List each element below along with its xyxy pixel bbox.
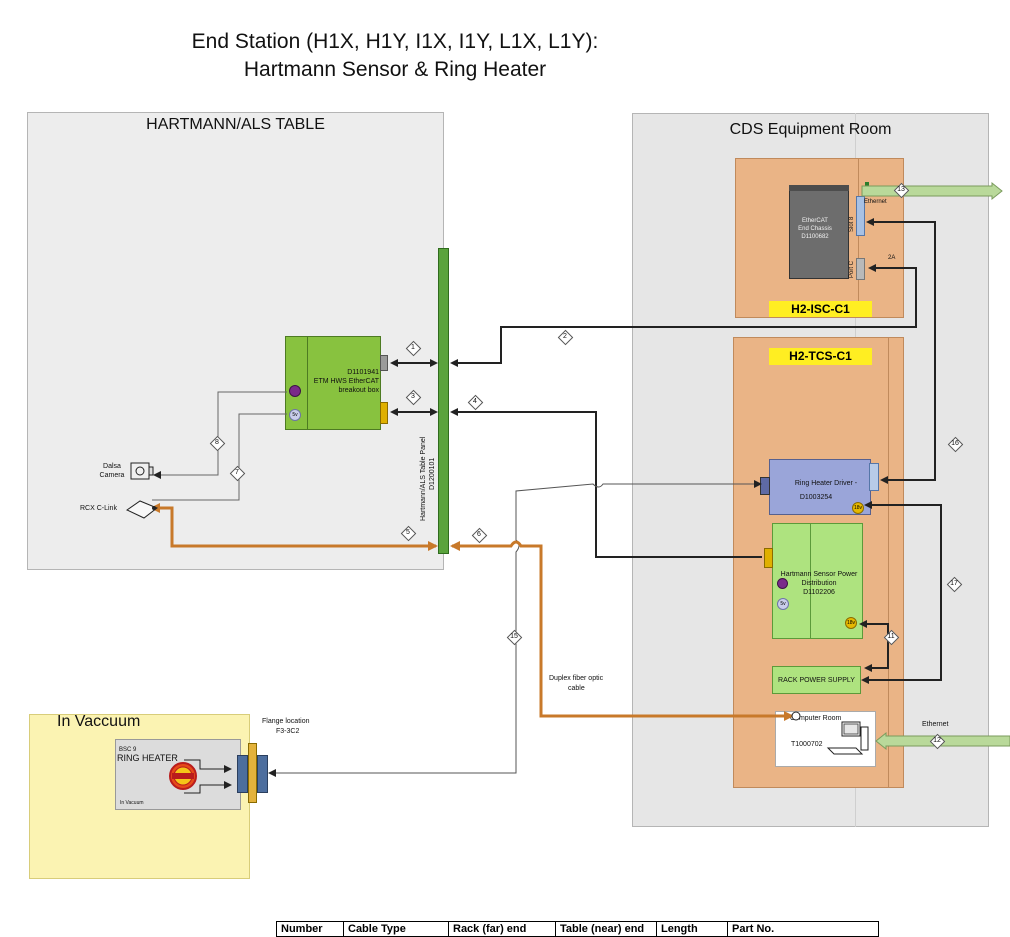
hs-power-label-3: D1102206 — [803, 589, 835, 596]
computer-icon — [826, 721, 869, 755]
header-rack-end: Rack (far) end — [448, 921, 556, 937]
hs-power-divider — [810, 523, 811, 639]
computer-label-1: Computer Room — [790, 715, 842, 722]
header-length: Length — [656, 921, 728, 937]
cable-table: Number Cable Type Rack (far) end Table (… — [276, 921, 879, 937]
hs-power-label-1: Hartmann Sensor Power — [780, 571, 858, 578]
cable-number-17: 17 — [946, 576, 963, 593]
cable-2 — [450, 264, 917, 367]
cable-16 — [866, 218, 936, 484]
breakout-box-right-connector-top — [380, 355, 388, 371]
cable-number-12: 12 — [929, 733, 946, 750]
cable-number-2: 2 — [557, 329, 574, 346]
portc-label: Port C — [849, 260, 855, 278]
cable-number-8: 8 — [209, 435, 226, 452]
cable-5 — [150, 503, 438, 551]
header-cable-type: Cable Type — [343, 921, 449, 937]
header-part-no: Part No. — [727, 921, 879, 937]
rack-psu-label: RACK POWER SUPPLY — [778, 677, 855, 684]
cable-8 — [153, 391, 287, 479]
breakout-label-1: D1101941 — [347, 369, 379, 376]
cable-11 — [859, 620, 889, 672]
cable-number-7: 7 — [229, 465, 246, 482]
slot8-port — [856, 196, 865, 236]
in-vacuum-small-label: In Vacuum — [120, 800, 144, 806]
slot8-label: Slot 8 — [849, 216, 855, 232]
cds-room-label: CDS Equipment Room — [729, 121, 892, 138]
breakout-5v-port: 5v — [289, 409, 301, 421]
breakout-label-2: ETM HWS EtherCAT — [313, 378, 379, 385]
isc-ethernet-label: Ethernet — [864, 199, 887, 205]
chassis-label-1: EtherCAT — [802, 218, 828, 224]
table-header-row: Number Cable Type Rack (far) end Table (… — [276, 921, 879, 937]
cable-number-4: 4 — [467, 394, 484, 411]
header-table-end: Table (near) end — [555, 921, 657, 937]
camera-icon — [130, 462, 154, 480]
chassis-top-band — [789, 185, 849, 191]
cable-15 — [268, 480, 762, 777]
tcs-rack-rail — [888, 337, 889, 788]
page-title-line1: End Station (H1X, H1Y, I1X, I1Y, L1X, L1… — [191, 30, 599, 53]
ring-heater-icon — [169, 759, 232, 794]
cable-number-15: 15 — [506, 629, 523, 646]
camera-label-1: Dalsa — [103, 463, 121, 470]
isc-rack-rail — [858, 158, 859, 318]
cable-number-3: 3 — [405, 389, 422, 406]
computer-ethernet-label: Ethernet — [922, 721, 949, 728]
computer-label-2: T1000702 — [791, 741, 823, 748]
chassis-label-3: D1100682 — [801, 234, 829, 240]
page-title-line2: Hartmann Sensor & Ring Heater — [243, 58, 547, 81]
camera-label-2: Camera — [99, 472, 125, 479]
computer-room-marker-icon — [791, 711, 801, 721]
in-vacuum-label: In Vaccuum — [57, 713, 141, 730]
hs-power-18v-port: 18v — [845, 617, 857, 629]
cable-number-1: 1 — [405, 340, 422, 357]
breakout-box-right-connector-bottom — [380, 402, 388, 424]
ring-heater-label: RING HEATER — [117, 753, 178, 763]
hs-power-label-2: Distribution — [801, 580, 837, 587]
cable-number-6: 6 — [471, 527, 488, 544]
rh-driver-label-1: Ring Heater Driver - — [794, 480, 858, 487]
label-2a: 2A — [888, 255, 896, 261]
cable-7 — [152, 413, 287, 501]
hartmann-table-label: HARTMANN/ALS TABLE — [146, 116, 325, 133]
rcx-label: RCX C-Link — [80, 505, 117, 512]
flange-gold-plate — [248, 743, 257, 803]
cable-number-16: 16 — [947, 436, 964, 453]
rcx-cl-link-icon — [126, 500, 158, 519]
breakout-label-3: breakout box — [338, 387, 379, 394]
breakout-purple-port — [289, 385, 301, 397]
breakout-box-divider — [307, 336, 308, 430]
bsc-label: BSC 9 — [119, 747, 137, 753]
cable-number-13: 13 — [893, 182, 910, 199]
header-number: Number — [276, 921, 344, 937]
cable-number-5: 5 — [400, 525, 417, 542]
cable-number-11: 11 — [883, 629, 900, 646]
cable-17 — [861, 501, 942, 684]
rh-driver-label-2: D1003254 — [799, 494, 833, 501]
chassis-label-2: End Chassis — [798, 226, 832, 232]
cable-6 — [450, 540, 794, 721]
flange-right-plate — [257, 755, 268, 793]
breakout-box — [285, 336, 381, 430]
cable-13-arrow — [861, 181, 1003, 201]
flange-left-plate — [237, 755, 248, 793]
